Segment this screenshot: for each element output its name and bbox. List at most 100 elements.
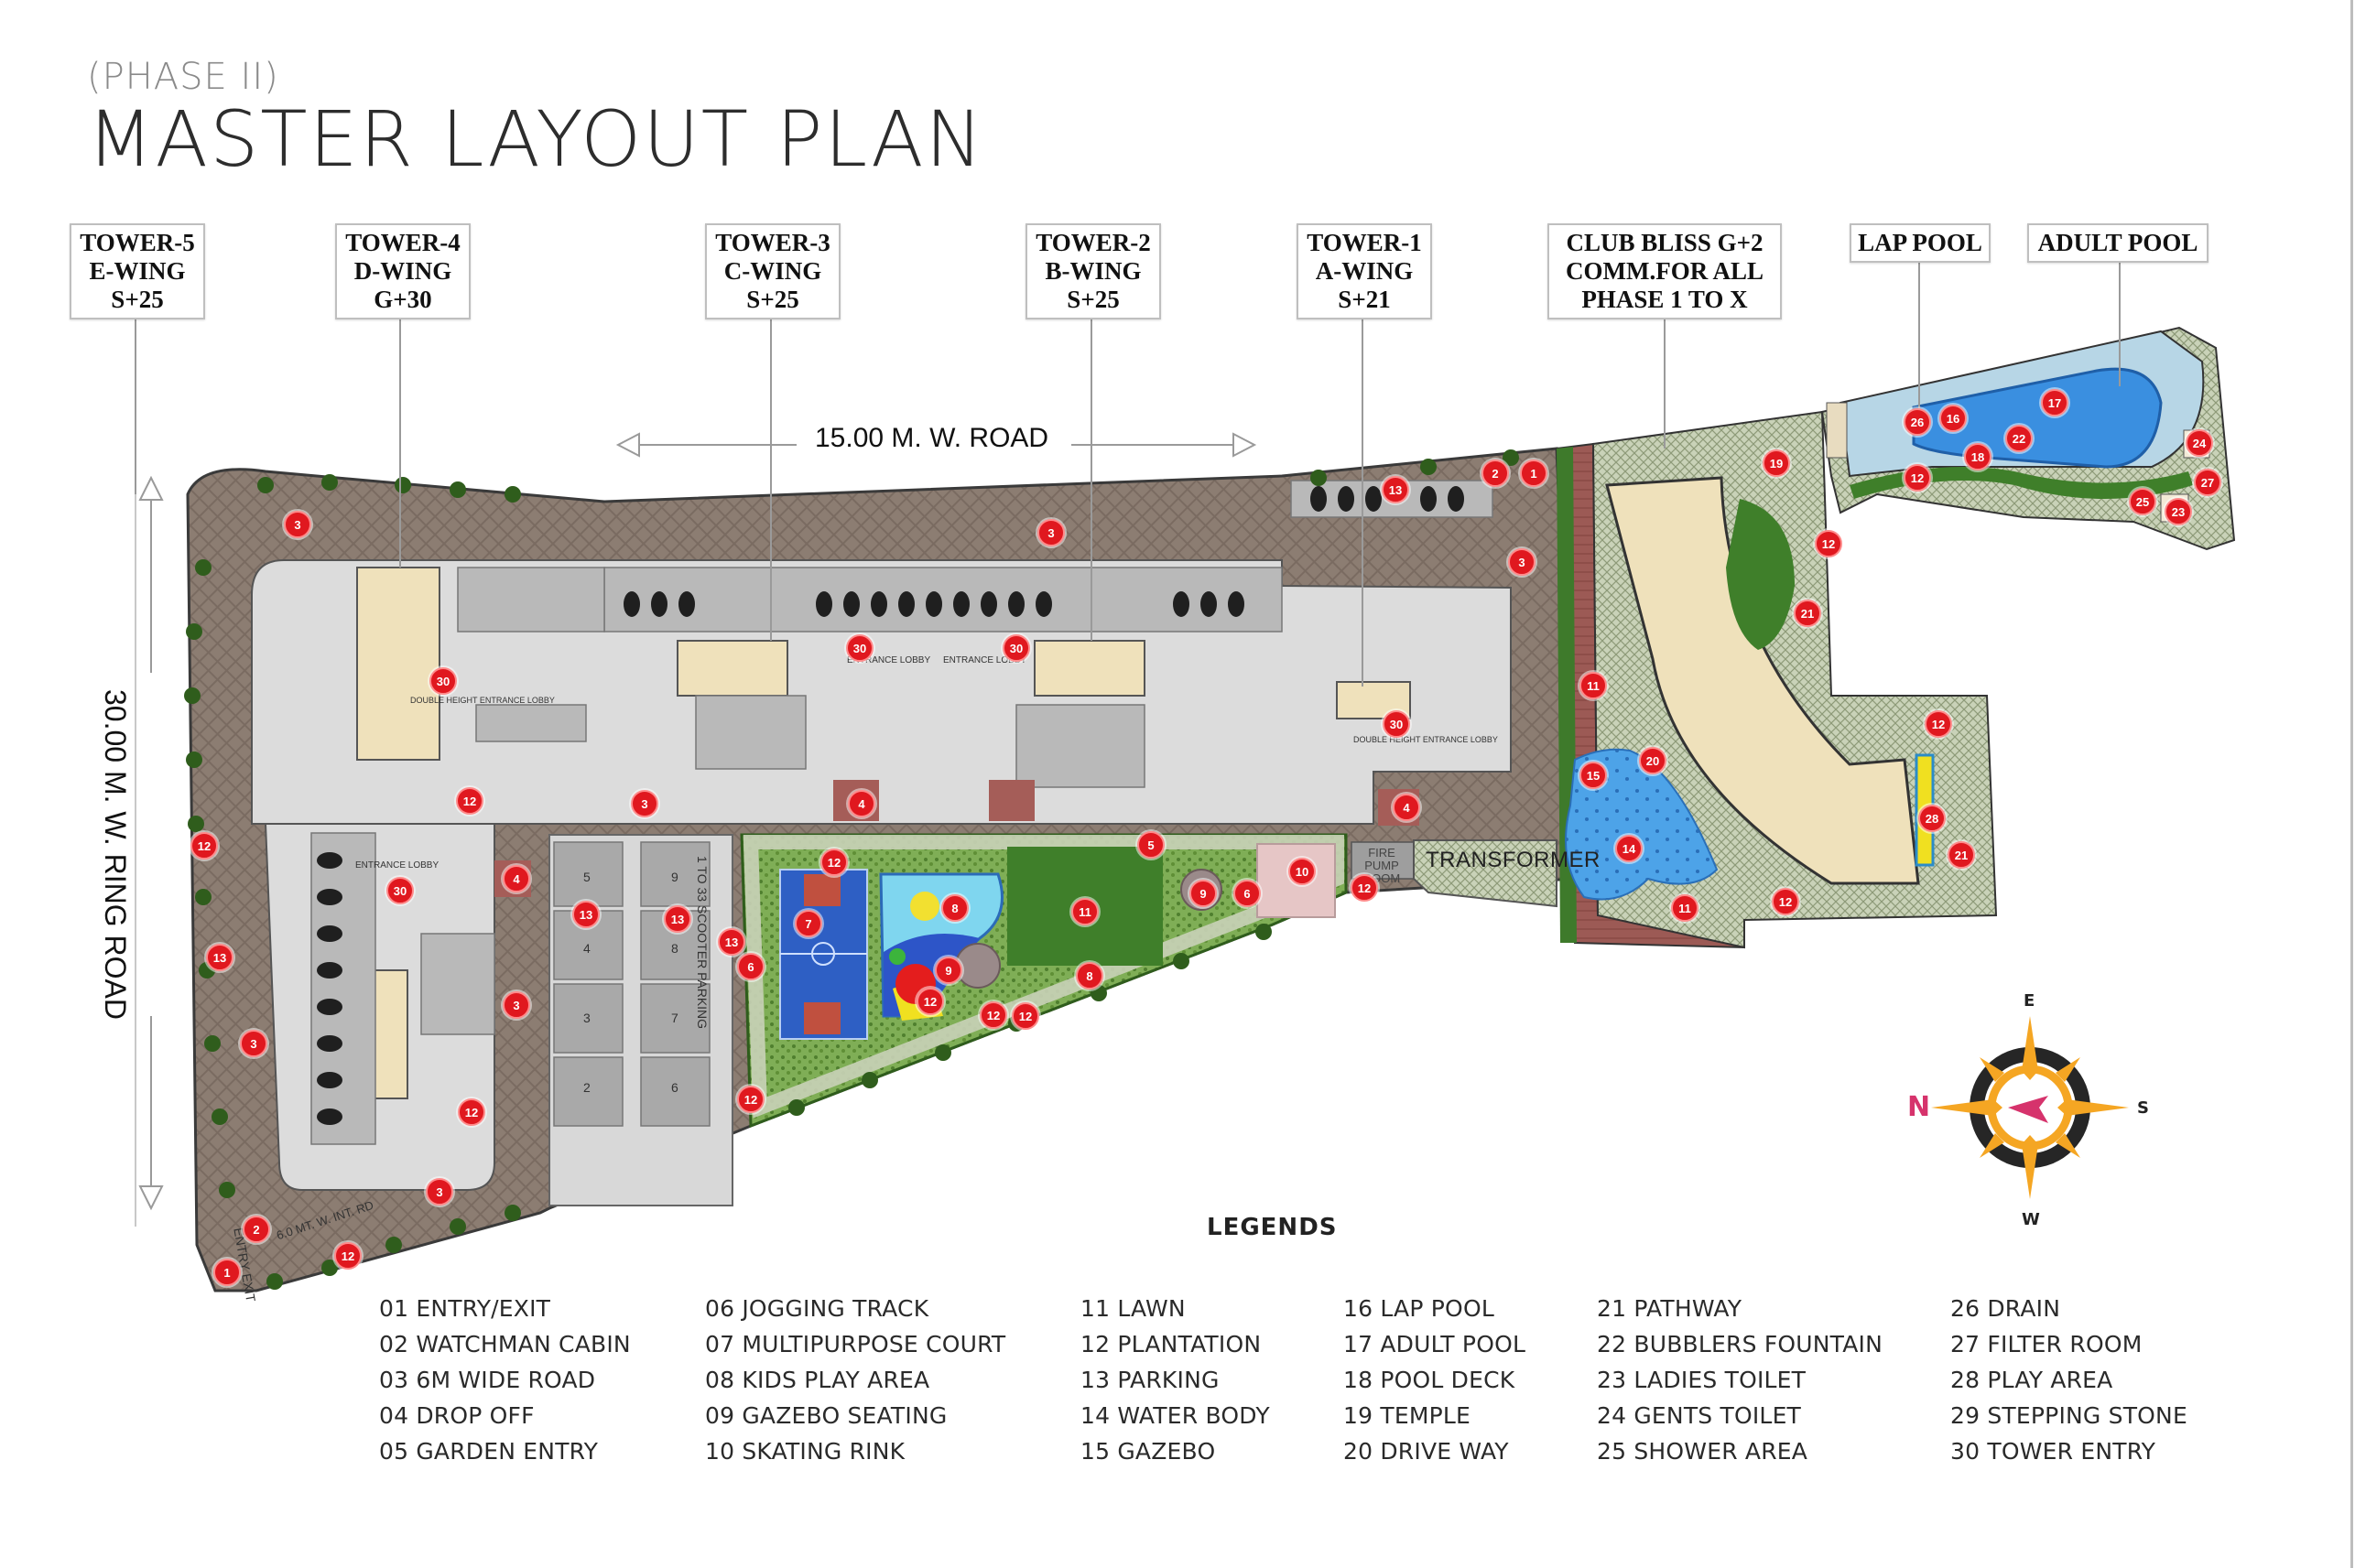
skating-rink [1256, 843, 1336, 918]
entrance-lobby-label: ENTRANCE LOBBY [943, 655, 1027, 665]
compass-south: S [2137, 1098, 2149, 1118]
legend-item: 06 JOGGING TRACK [705, 1295, 929, 1322]
leader-lap-pool [1918, 258, 1920, 418]
tower-4-core [356, 567, 440, 761]
legend-marker-22: 22 [2005, 425, 2033, 452]
scooter-block-number: 8 [671, 941, 678, 956]
legend-item: 03 6M WIDE ROAD [379, 1367, 596, 1393]
legend-item: 21 PATHWAY [1597, 1295, 1742, 1322]
legend-marker-6: 6 [737, 953, 765, 980]
legend-marker-19: 19 [1763, 449, 1790, 477]
double-height-lobby-label: DOUBLE HEIGHT ENTRANCE LOBBY [410, 696, 555, 705]
car-icons [317, 486, 1464, 1125]
callout-line: COMM.FOR ALL [1566, 257, 1764, 285]
leader-tower-2 [1091, 311, 1092, 641]
legend-marker-12: 12 [1904, 464, 1931, 492]
legend-marker-13: 13 [572, 901, 600, 928]
legend-marker-13: 13 [1382, 476, 1409, 503]
scooter-block-number: 5 [583, 870, 591, 884]
legend-marker-9: 9 [1189, 880, 1217, 907]
legend-item: 08 KIDS PLAY AREA [705, 1367, 930, 1393]
callout-adult-pool: ADULT POOL [2027, 223, 2208, 263]
legend-marker-12: 12 [1012, 1002, 1039, 1030]
callout-lap-pool: LAP POOL [1850, 223, 1991, 263]
legend-marker-11: 11 [1071, 898, 1099, 925]
callout-tower-5: TOWER-5 E-WING S+25 [70, 223, 205, 319]
road-label-15m: 15.00 M. W. ROAD [806, 423, 1058, 454]
legend-marker-12: 12 [737, 1086, 765, 1113]
callout-line: S+25 [746, 286, 799, 313]
legend-marker-18: 18 [1964, 443, 1991, 470]
legend-marker-12: 12 [820, 849, 848, 876]
legend-item: 22 BUBBLERS FOUNTAIN [1597, 1331, 1883, 1357]
callout-line: A-WING [1315, 257, 1414, 285]
legend-marker-30: 30 [386, 877, 414, 904]
callout-line: TOWER-5 [80, 229, 195, 256]
scooter-block-number: 2 [583, 1080, 591, 1095]
legend-column-5: 21 PATHWAY 22 BUBBLERS FOUNTAIN 23 LADIE… [1597, 1291, 1883, 1469]
leader-tower-5 [135, 311, 136, 494]
scooter-block-number: 9 [671, 870, 678, 884]
tower-3-core [677, 640, 788, 697]
gazebo-seating [955, 943, 1001, 989]
legend-marker-3: 3 [503, 991, 530, 1019]
legend-marker-16: 16 [1939, 405, 1967, 432]
road-label-30m-ring: 30.00 M. W. RING ROAD [98, 682, 132, 1027]
legend-item: 27 FILTER ROOM [1950, 1331, 2143, 1357]
legend-item: 11 LAWN [1080, 1295, 1186, 1322]
callout-line: TOWER-4 [345, 229, 461, 256]
callout-tower-4: TOWER-4 D-WING G+30 [335, 223, 471, 319]
legend-marker-13: 13 [206, 944, 233, 971]
legend-marker-28: 28 [1918, 805, 1946, 832]
legend-item: 05 GARDEN ENTRY [379, 1438, 599, 1465]
legend-item: 02 WATCHMAN CABIN [379, 1331, 631, 1357]
transformer-area [1413, 839, 1557, 908]
legend-item: 17 ADULT POOL [1343, 1331, 1526, 1357]
legend-marker-24: 24 [2186, 429, 2213, 457]
left-road-arrow [138, 475, 164, 1211]
legend-marker-12: 12 [980, 1001, 1007, 1029]
legend-marker-13: 13 [664, 905, 691, 933]
legend-item: 19 TEMPLE [1343, 1402, 1471, 1429]
leader-tower-3 [770, 311, 772, 641]
legend-marker-20: 20 [1639, 747, 1666, 774]
leader-club-bliss [1664, 311, 1666, 449]
tower-2-core [1034, 640, 1145, 697]
page-title: MASTER LAYOUT PLAN [87, 94, 985, 184]
entrance-lobby-label: ENTRANCE LOBBY [355, 860, 440, 871]
callout-line: S+21 [1338, 286, 1391, 313]
legend-marker-12: 12 [334, 1242, 362, 1270]
callout-line: ADULT POOL [2037, 229, 2198, 256]
callout-line: TOWER-2 [1036, 229, 1151, 256]
callout-tower-2: TOWER-2 B-WING S+25 [1026, 223, 1161, 319]
legend-item: 24 GENTS TOILET [1597, 1402, 1802, 1429]
legend-marker-17: 17 [2041, 389, 2068, 416]
legend-marker-3: 3 [1508, 548, 1536, 576]
legend-item: 09 GAZEBO SEATING [705, 1402, 948, 1429]
double-height-lobby-label: DOUBLE HEIGHT ENTRANCE LOBBY [1353, 735, 1498, 744]
green-patch-club [1726, 499, 1795, 650]
compass-west: W [2022, 1210, 2040, 1229]
legend-marker-12: 12 [456, 787, 483, 815]
legend-marker-3: 3 [1037, 519, 1065, 546]
compass-east: E [2024, 991, 2035, 1011]
phase-subtitle: (PHASE II) [87, 56, 279, 98]
title-block: (PHASE II) MASTER LAYOUT PLAN [87, 57, 984, 181]
callout-line: E-WING [89, 257, 186, 285]
callout-club-bliss: CLUB BLISS G+2 COMM.FOR ALL PHASE 1 TO X [1547, 223, 1782, 319]
fire-pump-room [1351, 841, 1415, 880]
legend-marker-4: 4 [848, 790, 875, 817]
legend-item: 28 PLAY AREA [1950, 1367, 2113, 1393]
legend-item: 30 TOWER ENTRY [1950, 1438, 2156, 1465]
legend-item: 15 GAZEBO [1080, 1438, 1216, 1465]
legend-marker-10: 10 [1288, 858, 1316, 885]
legend-item: 12 PLANTATION [1080, 1331, 1262, 1357]
legend-marker-5: 5 [1137, 831, 1165, 859]
legend-marker-12: 12 [1815, 530, 1842, 557]
legend-item: 13 PARKING [1080, 1367, 1220, 1393]
legend-marker-30: 30 [846, 634, 874, 662]
legend-marker-8: 8 [1076, 962, 1103, 989]
legend-marker-12: 12 [1351, 874, 1378, 902]
legend-column-3: 11 LAWN 12 PLANTATION 13 PARKING 14 WATE… [1080, 1291, 1270, 1469]
legend-marker-30: 30 [1003, 634, 1030, 662]
